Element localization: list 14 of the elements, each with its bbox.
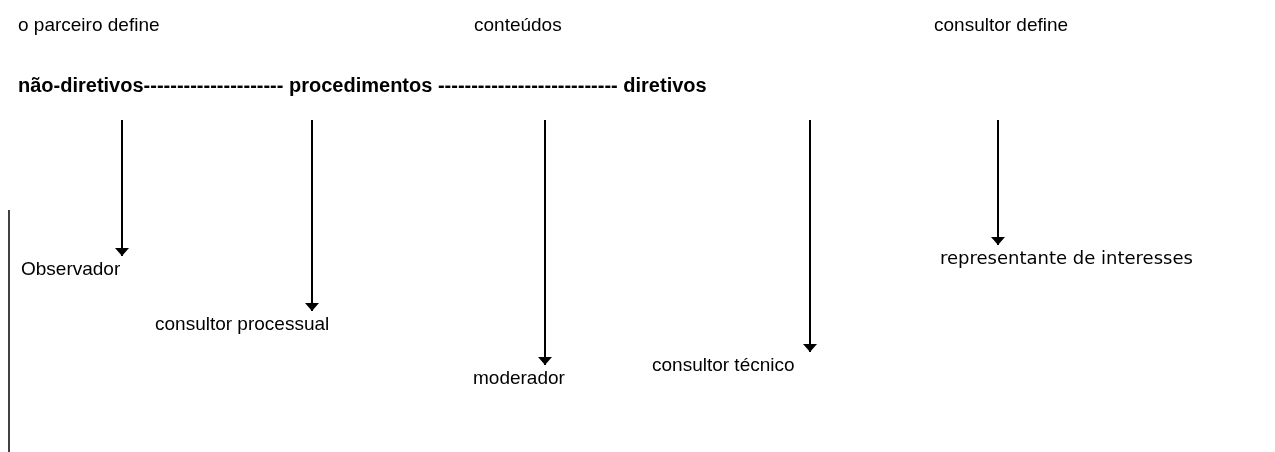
scale-note: conteúdos — [474, 14, 562, 36]
scale-note: consultor define — [934, 14, 1069, 36]
role-label: moderador — [473, 367, 565, 389]
scale-heading: não-diretivos--------------------- procedimentos --------------------------- diretivos — [18, 74, 707, 96]
arrow — [994, 119, 1002, 246]
arrow — [806, 119, 814, 353]
role-label: representante de interesses — [940, 247, 1193, 269]
arrow — [308, 119, 316, 312]
arrow — [118, 119, 126, 257]
arrow — [541, 119, 549, 366]
role-label: consultor técnico — [652, 354, 795, 376]
role-label: consultor processual — [155, 313, 330, 335]
scale-note: o parceiro define — [18, 14, 160, 36]
role-label: Observador — [21, 258, 121, 280]
